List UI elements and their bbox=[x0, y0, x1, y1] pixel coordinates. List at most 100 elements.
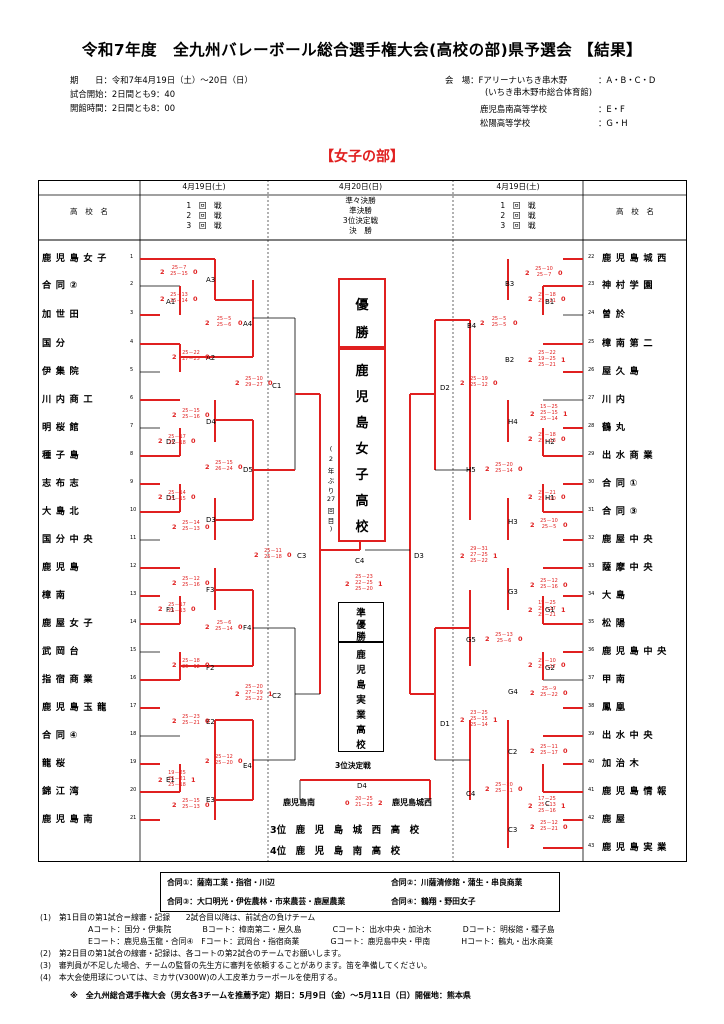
champion-note-char: 回 bbox=[327, 507, 335, 515]
match-label: B4 bbox=[467, 322, 477, 330]
sets-won: 2 bbox=[460, 379, 465, 387]
sets-won: 2 bbox=[530, 747, 535, 755]
match-label: F2 bbox=[206, 664, 215, 672]
set-score: 25－17 bbox=[538, 606, 556, 612]
match-label: C4 bbox=[466, 790, 476, 798]
seed-number: 42 bbox=[588, 815, 595, 821]
team-name: 樟 南 第 二 bbox=[602, 338, 653, 349]
match-label: G1 bbox=[545, 606, 555, 614]
team-name: 鹿 児 島 情 報 bbox=[602, 786, 667, 797]
seed-number: 23 bbox=[588, 281, 595, 287]
set-score: 25－18 bbox=[538, 432, 556, 438]
venue-3: 松陽高等学校 bbox=[480, 118, 531, 128]
sets-lost: 1 bbox=[493, 716, 498, 724]
sets-lost: 0 bbox=[205, 523, 210, 531]
set-score: 25－13 bbox=[170, 292, 188, 298]
sets-won: 2 bbox=[530, 521, 535, 529]
seed-number: 33 bbox=[588, 563, 595, 569]
set-score: 25－21 bbox=[538, 490, 556, 496]
sets-won: 2 bbox=[205, 319, 210, 327]
sets-won: 2 bbox=[528, 493, 533, 501]
seed-number: 16 bbox=[130, 675, 137, 681]
sets-lost: 1 bbox=[378, 580, 383, 588]
team-name: 合 同 ① bbox=[602, 478, 638, 489]
sets-won: 2 bbox=[528, 435, 533, 443]
seed-number: 4 bbox=[130, 339, 134, 345]
sets-lost: 0 bbox=[563, 823, 568, 831]
match-label: A2 bbox=[206, 354, 216, 362]
set-score: 25－9 bbox=[541, 686, 557, 692]
set-score: 25－15 bbox=[182, 798, 200, 804]
match-label: D5 bbox=[243, 466, 253, 474]
runner-up-label-box: 準優勝 bbox=[338, 602, 384, 643]
team-name: 大 島 bbox=[602, 590, 625, 601]
set-score: 25－18 bbox=[538, 292, 556, 298]
match-label: D4 bbox=[206, 418, 216, 426]
match-label: A3 bbox=[206, 276, 216, 284]
set-score: 25－17 bbox=[538, 664, 556, 670]
champion-name-box: 鹿児島女子高校 bbox=[338, 348, 386, 542]
sets-lost: 0 bbox=[238, 463, 243, 471]
match-start: 試合開始：2日間とも9：40 bbox=[70, 89, 176, 99]
sets-won: 2 bbox=[205, 623, 210, 631]
champion-name-char: 校 bbox=[355, 520, 369, 535]
set-score: 25－13 bbox=[182, 804, 200, 810]
set-score: 25－20 bbox=[495, 462, 513, 468]
set-score: 25－22 bbox=[538, 350, 556, 356]
set-score: 25－13 bbox=[168, 608, 186, 614]
seed-number: 19 bbox=[130, 759, 137, 765]
seed-number: 32 bbox=[588, 535, 595, 541]
sets-lost: 0 bbox=[561, 435, 566, 443]
team-name: 合 同 ③ bbox=[602, 506, 638, 517]
sets-lost: 0 bbox=[238, 319, 243, 327]
runner-up-name-char: 児 bbox=[356, 665, 366, 676]
champion-note-char: 年 bbox=[327, 467, 335, 475]
venue-main-courts: ：A・B・C・D bbox=[598, 75, 656, 85]
sets-won: 2 bbox=[460, 552, 465, 560]
match-label: C3 bbox=[297, 552, 307, 560]
sets-won: 2 bbox=[525, 269, 530, 277]
champion-note-char: ぶ bbox=[327, 477, 335, 485]
match-label: D2 bbox=[166, 438, 176, 446]
sets-lost: 1 bbox=[561, 802, 566, 810]
sets-lost: 0 bbox=[287, 551, 292, 559]
runner-up-name-char: 校 bbox=[356, 740, 366, 751]
set-score: 25－23 bbox=[182, 714, 200, 720]
round-label: 準々決勝 bbox=[345, 196, 376, 205]
sets-won: 2 bbox=[528, 802, 533, 810]
sets-won: 2 bbox=[160, 295, 165, 303]
set-score: 25－21 bbox=[538, 612, 556, 618]
set-score: 25－14 bbox=[182, 520, 200, 526]
combined-team-4: 合同④：鶴翔・野田女子 bbox=[391, 897, 476, 906]
match-label: C2 bbox=[508, 748, 518, 756]
open-time: 開館時間：2日間とも8：00 bbox=[70, 103, 176, 113]
team-name: 松 陽 bbox=[602, 618, 625, 629]
set-score: 25－12 bbox=[540, 578, 558, 584]
match-label: G4 bbox=[508, 688, 518, 696]
sets-lost: 0 bbox=[205, 353, 210, 361]
sets-won: 2 bbox=[460, 716, 465, 724]
set-score: 15－25 bbox=[538, 600, 556, 606]
set-score: 22－25 bbox=[355, 580, 373, 586]
seed-number: 28 bbox=[588, 423, 595, 429]
set-score: 25－16 bbox=[538, 808, 556, 814]
sets-lost: 0 bbox=[191, 605, 196, 613]
note-1: (1) 第1日目の第1試合＝線審・記録 2試合目以降は、前試合の負けチーム bbox=[40, 913, 316, 922]
round-label: 3 回 戦 bbox=[186, 221, 222, 230]
sets-lost: 1 bbox=[561, 356, 566, 364]
third-place-title: 3位決定戦 bbox=[335, 761, 371, 770]
page-title: 令和7年度 全九州バレーボール総合選手権大会(高校の部)県予選会 【結果】 bbox=[81, 41, 643, 59]
team-name: 鹿 児 島 中 央 bbox=[602, 646, 667, 657]
venue-main-sub: (いちき串木野市総合体育館) bbox=[485, 87, 593, 97]
match-label: A4 bbox=[243, 320, 253, 328]
seed-number: 10 bbox=[130, 507, 137, 513]
